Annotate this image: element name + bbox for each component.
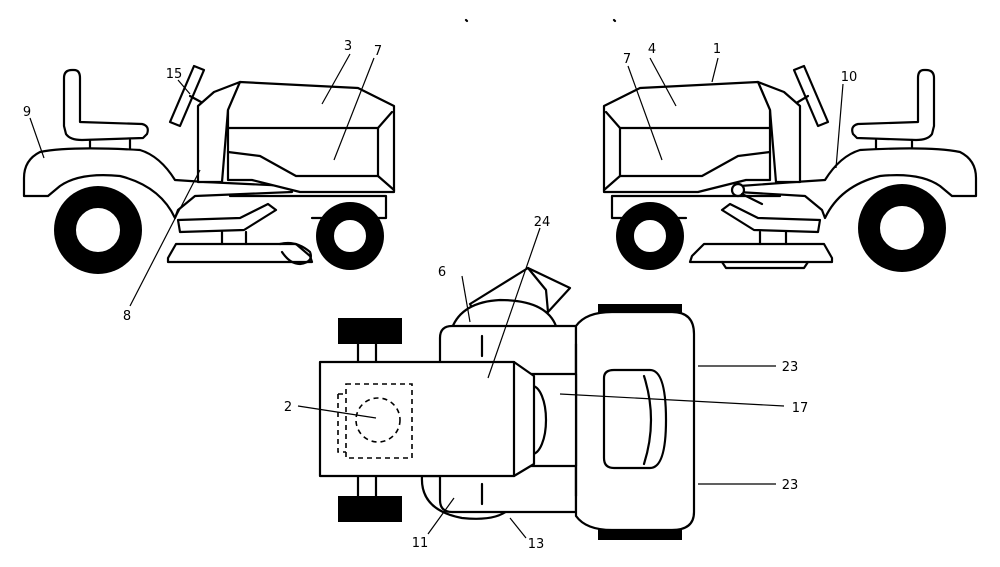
hood-right-view <box>602 80 772 194</box>
mower-deck-left-view <box>166 242 314 264</box>
callout-24: 24 <box>534 215 551 230</box>
callout-15: 15 <box>166 67 183 82</box>
front-tire-bottom <box>338 496 402 522</box>
steering-wheel-left-view <box>168 64 206 128</box>
callout-2: 2 <box>284 400 292 415</box>
callout-8: 8 <box>123 309 131 324</box>
front-tire-top <box>338 318 402 344</box>
hood-left-view <box>226 80 396 194</box>
seat-right-view <box>851 68 936 142</box>
callout-7-right: 7 <box>623 52 631 67</box>
callout-6: 6 <box>438 265 446 280</box>
decal-2-outline <box>345 383 413 459</box>
decal-2-circle <box>355 397 401 443</box>
callout-17: 17 <box>792 401 809 416</box>
tractor-right-side-view <box>602 64 978 272</box>
callout-3: 3 <box>344 39 352 54</box>
callout-10: 10 <box>841 70 858 85</box>
leader-lines <box>29 53 844 539</box>
mower-deck-right-view <box>688 242 834 264</box>
tractor-left-side-view <box>22 64 396 274</box>
deck-top-bump <box>450 298 558 330</box>
callout-7-left: 7 <box>374 44 382 59</box>
callout-9: 9 <box>23 105 31 120</box>
callout-23-bottom: 23 <box>782 478 799 493</box>
foot-pedal-left-view <box>176 202 278 234</box>
callout-1: 1 <box>713 42 721 57</box>
callout-4: 4 <box>648 42 656 57</box>
rear-fender-left-view <box>22 147 294 220</box>
lift-lever-knob <box>730 182 746 198</box>
callout-13: 13 <box>528 537 545 552</box>
callout-23-top: 23 <box>782 360 799 375</box>
seat-left-view <box>62 68 149 142</box>
rear-fender-right-view <box>736 147 978 220</box>
callout-labels: 1 2 3 4 6 7 7 8 9 10 11 13 15 17 23 23 2… <box>23 39 857 552</box>
steering-wheel-right-view <box>792 64 830 128</box>
callout-11: 11 <box>412 536 429 551</box>
foot-pedal-right-view <box>720 202 822 234</box>
tractor-top-view <box>318 266 696 540</box>
hood-top-view <box>318 360 536 478</box>
seat-top-view <box>602 368 668 470</box>
